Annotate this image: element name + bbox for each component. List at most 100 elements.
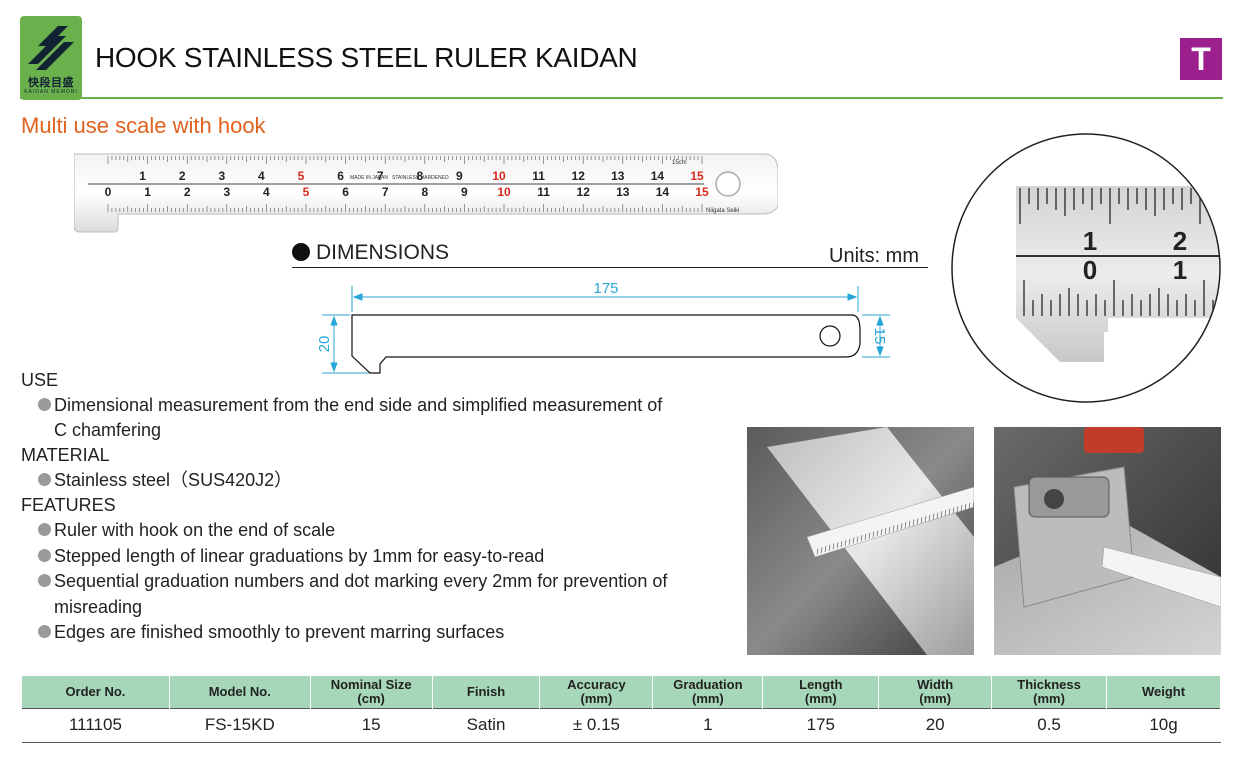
ruler-top-number: 7: [377, 169, 384, 183]
ruler-bottom-number: 14: [656, 185, 670, 199]
header-graduation: Graduation(mm): [652, 676, 764, 708]
bullet-dot-icon: [38, 523, 51, 536]
ruler-top-number: 3: [218, 169, 225, 183]
units-label: Units: mm: [829, 245, 919, 267]
width-dimension: 20: [316, 336, 333, 353]
usage-photo-clamp: [994, 427, 1221, 655]
bullet-dot-icon: [38, 398, 51, 411]
spec-table: Order No. Model No. Nominal Size(cm) Fin…: [21, 676, 1221, 743]
table-row: 111105 FS-15KD 15 Satin ± 0.15 1 175 20 …: [21, 707, 1221, 743]
ruler-unit-label: 15cm: [672, 160, 687, 166]
page-title: HOOK STAINLESS STEEL RULER KAIDAN: [95, 42, 638, 73]
cell-width: 20: [878, 707, 992, 743]
ruler-bottom-number: 12: [577, 185, 591, 199]
zoom-bottom-number-0: 0: [1083, 255, 1097, 285]
ruler-bottom-number: 15: [695, 185, 709, 199]
ruler-bottom-number: 6: [342, 185, 349, 199]
features-heading: FEATURES: [21, 495, 116, 515]
feature-item-continuation: misreading: [54, 597, 143, 617]
usage-photo-plate: [747, 427, 974, 655]
cell-order-no: 111105: [21, 707, 170, 743]
ruler-bottom-number: 10: [497, 185, 511, 199]
header-finish: Finish: [431, 676, 541, 708]
ruler-bottom-number: 9: [461, 185, 468, 199]
ruler-made-in: MADE IN JAPAN: [350, 175, 388, 181]
subtitle: Multi use scale with hook: [21, 113, 266, 138]
feature-item: Edges are finished smoothly to prevent m…: [38, 620, 504, 645]
ruler-bottom-number: 0: [105, 185, 112, 199]
header-thickness: Thickness(mm): [991, 676, 1108, 708]
zoom-top-number-2: 2: [1173, 226, 1187, 256]
header-model-no: Model No.: [168, 676, 311, 708]
ruler-top-number: 5: [298, 169, 305, 183]
ruler-top-number: 6: [337, 169, 344, 183]
ruler-bottom-number: 3: [223, 185, 230, 199]
ruler-top-number: 10: [492, 169, 506, 183]
ruler-top-number: 14: [651, 169, 665, 183]
feature-item: Stepped length of linear graduations by …: [38, 544, 544, 569]
cell-length: 175: [762, 707, 879, 743]
header-weight: Weight: [1106, 676, 1221, 708]
ruler-bottom-number: 7: [382, 185, 389, 199]
dimensions-heading-text: DIMENSIONS: [316, 241, 450, 264]
cell-nominal-size: 15: [310, 707, 433, 743]
header-length: Length(mm): [762, 676, 880, 708]
cell-graduation: 1: [652, 707, 763, 743]
header-order-no: Order No.: [21, 676, 170, 708]
cell-accuracy: ± 0.15: [539, 707, 653, 743]
ruler-top-number: 11: [532, 169, 545, 183]
ruler-top-number: 2: [179, 169, 186, 183]
ruler-top-number: 9: [456, 169, 463, 183]
header-accuracy: Accuracy(mm): [539, 676, 654, 708]
ruler-top-number: 12: [572, 169, 586, 183]
zoom-top-number-1: 1: [1083, 226, 1097, 256]
ruler-top-number: 8: [416, 169, 423, 183]
ruler-top-number: 1: [139, 169, 146, 183]
logo-stripes-icon: [28, 26, 74, 70]
feature-item: Sequential graduation numbers and dot ma…: [38, 569, 667, 594]
material-item: Stainless steel（SUS420J2）: [38, 468, 292, 493]
heading-dot-icon: [292, 243, 310, 261]
ruler-brand: Niigata Seiki: [706, 208, 739, 214]
table-header-row: Order No. Model No. Nominal Size(cm) Fin…: [21, 676, 1221, 708]
dimensions-heading: DIMENSIONS: [292, 241, 449, 265]
ruler-top-number: 15: [690, 169, 704, 183]
brand-logo: 快段目盛 KAIDAN MEMORI: [20, 16, 82, 100]
bullet-dot-icon: [38, 625, 51, 638]
ruler-bottom-number: 8: [421, 185, 428, 199]
ruler-stainless: STAINLESS HARDENED: [392, 175, 449, 181]
ruler-top-number: 4: [258, 169, 265, 183]
category-badge: T: [1180, 38, 1222, 80]
feature-item: Ruler with hook on the end of scale: [38, 518, 335, 543]
cell-finish: Satin: [432, 707, 540, 743]
ruler-bottom-number: 1: [144, 185, 151, 199]
bullet-dot-icon: [38, 473, 51, 486]
use-item-continuation: C chamfering: [54, 420, 162, 440]
material-heading: MATERIAL: [21, 445, 110, 465]
bullet-dot-icon: [38, 549, 51, 562]
ruler-bottom-number: 4: [263, 185, 270, 199]
logo-subtext: KAIDAN MEMORI: [24, 89, 78, 95]
cell-model-no: FS-15KD: [169, 707, 311, 743]
dimension-drawing: 175 20 15: [316, 280, 890, 374]
header-width: Width(mm): [878, 676, 993, 708]
zoom-detail: 1 2 0 1: [951, 133, 1221, 403]
ruler-bottom-number: 5: [303, 185, 310, 199]
length-dimension: 175: [593, 280, 618, 297]
header-nominal-size: Nominal Size(cm): [309, 676, 433, 708]
cell-weight: 10g: [1106, 707, 1221, 743]
logo-text: 快段目盛: [28, 77, 74, 89]
use-heading: USE: [21, 370, 59, 390]
dimensions-rule: [292, 267, 928, 268]
ruler-top-number: 13: [611, 169, 625, 183]
use-item: Dimensional measurement from the end sid…: [38, 393, 662, 418]
header-rule: [20, 97, 1223, 99]
ruler-bottom-number: 11: [537, 185, 550, 199]
bullet-dot-icon: [38, 574, 51, 587]
ruler-bottom-number: 2: [184, 185, 191, 199]
zoom-bottom-number-1: 1: [1173, 255, 1187, 285]
end-width-dimension: 15: [871, 328, 888, 345]
ruler-bottom-number: 13: [616, 185, 630, 199]
cell-thickness: 0.5: [991, 707, 1107, 743]
